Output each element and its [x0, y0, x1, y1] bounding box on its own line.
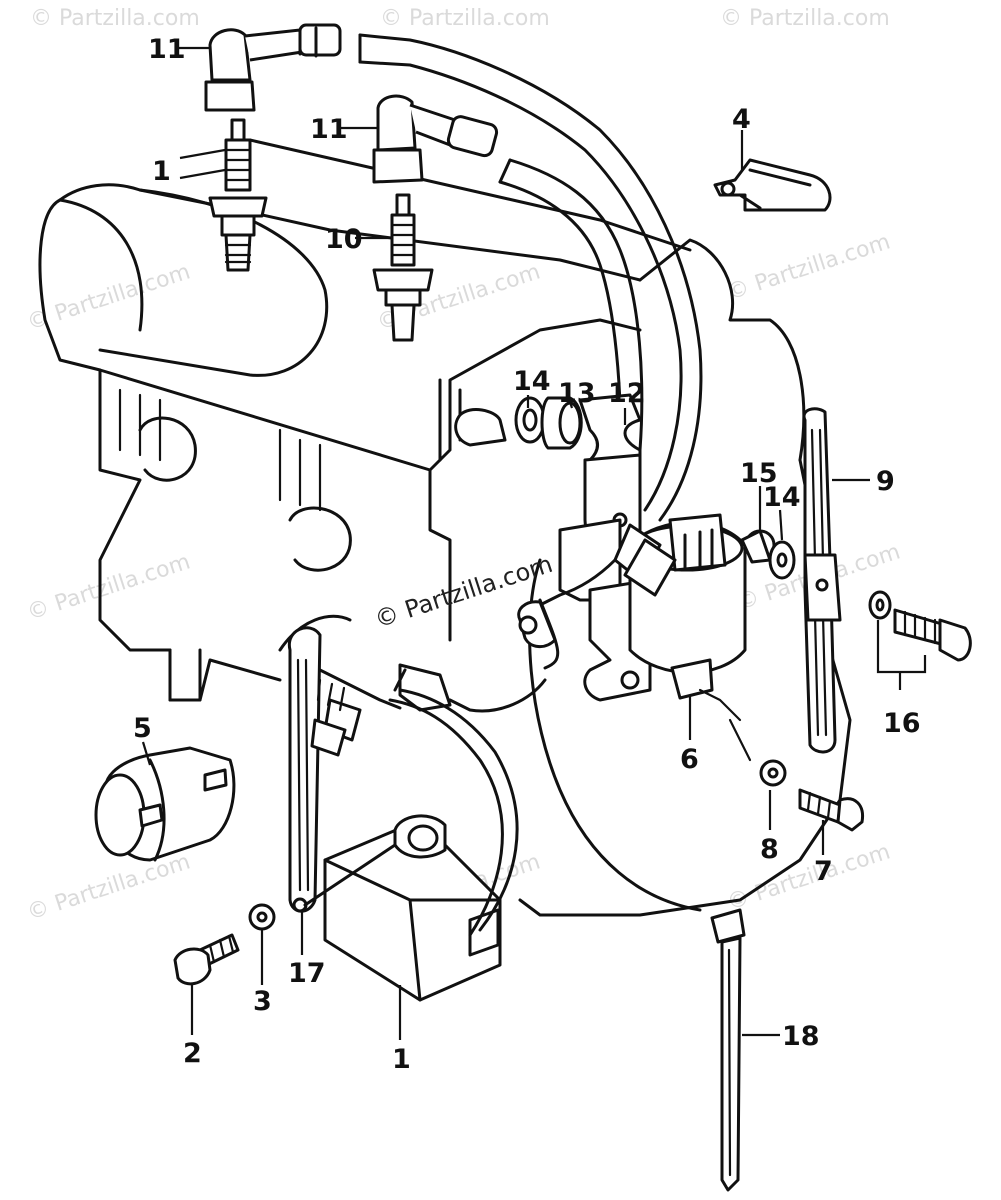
cdi-box-1	[323, 688, 519, 1002]
ignition-coil-6	[558, 513, 752, 762]
watermark: © Partzilla.com	[24, 259, 193, 335]
watermark: © Partzilla.com	[380, 6, 550, 31]
callout-13: 13	[558, 378, 596, 409]
spark-plug-cap-left	[204, 23, 342, 112]
callout-3: 3	[253, 986, 272, 1017]
bolt-7	[798, 788, 865, 832]
watermark: © Partzilla.com	[720, 6, 890, 31]
callout-16: 16	[883, 708, 921, 739]
callout-6: 6	[680, 744, 699, 775]
callout-5: 5	[133, 713, 152, 744]
callout-17: 17	[288, 958, 326, 989]
watermark: © Partzilla.com	[724, 229, 893, 305]
callout-11: 11	[148, 34, 186, 65]
callout-7: 7	[814, 856, 833, 887]
spark-plug-right	[372, 193, 434, 342]
callout-labels: 11 11 1 10 4 14 13 12 15 14 9 5 6 16 8 7…	[133, 34, 921, 1075]
callout-1: 1	[392, 1044, 411, 1075]
watermark: © Partzilla.com	[30, 6, 200, 31]
callout-12: 12	[608, 378, 646, 409]
callout-2: 2	[183, 1038, 202, 1069]
callout-9: 9	[876, 466, 895, 497]
spark-plug-cap-right	[372, 94, 499, 184]
strap-17	[287, 626, 397, 913]
bolt-2	[173, 933, 240, 986]
coil-wires	[393, 523, 677, 713]
washer-14	[768, 540, 796, 580]
callout-8: 8	[760, 834, 779, 865]
callout-15: 15	[740, 458, 778, 489]
leader-lines	[141, 46, 870, 1040]
watermark: © Partzilla.com	[24, 849, 193, 925]
watermark: © Partzilla.com	[24, 549, 193, 625]
strap-9	[802, 407, 842, 754]
callout-14: 14	[763, 482, 801, 513]
washer-3	[248, 903, 276, 931]
washer-8	[759, 759, 787, 787]
part-clip-4	[713, 158, 832, 212]
harness-connector	[310, 668, 402, 757]
watermark: © Partzilla.com	[724, 839, 893, 915]
sleeve-5	[94, 746, 236, 862]
bolt-washer-16	[868, 590, 972, 690]
callout-4: 4	[732, 104, 751, 135]
callout-10: 10	[325, 224, 363, 255]
callout-14: 14	[513, 366, 551, 397]
callout-1: 1	[152, 156, 171, 187]
cable-tie-18	[710, 908, 746, 1192]
callout-18: 18	[782, 1021, 820, 1052]
spark-plug-left	[208, 118, 268, 272]
callout-11: 11	[310, 114, 348, 145]
